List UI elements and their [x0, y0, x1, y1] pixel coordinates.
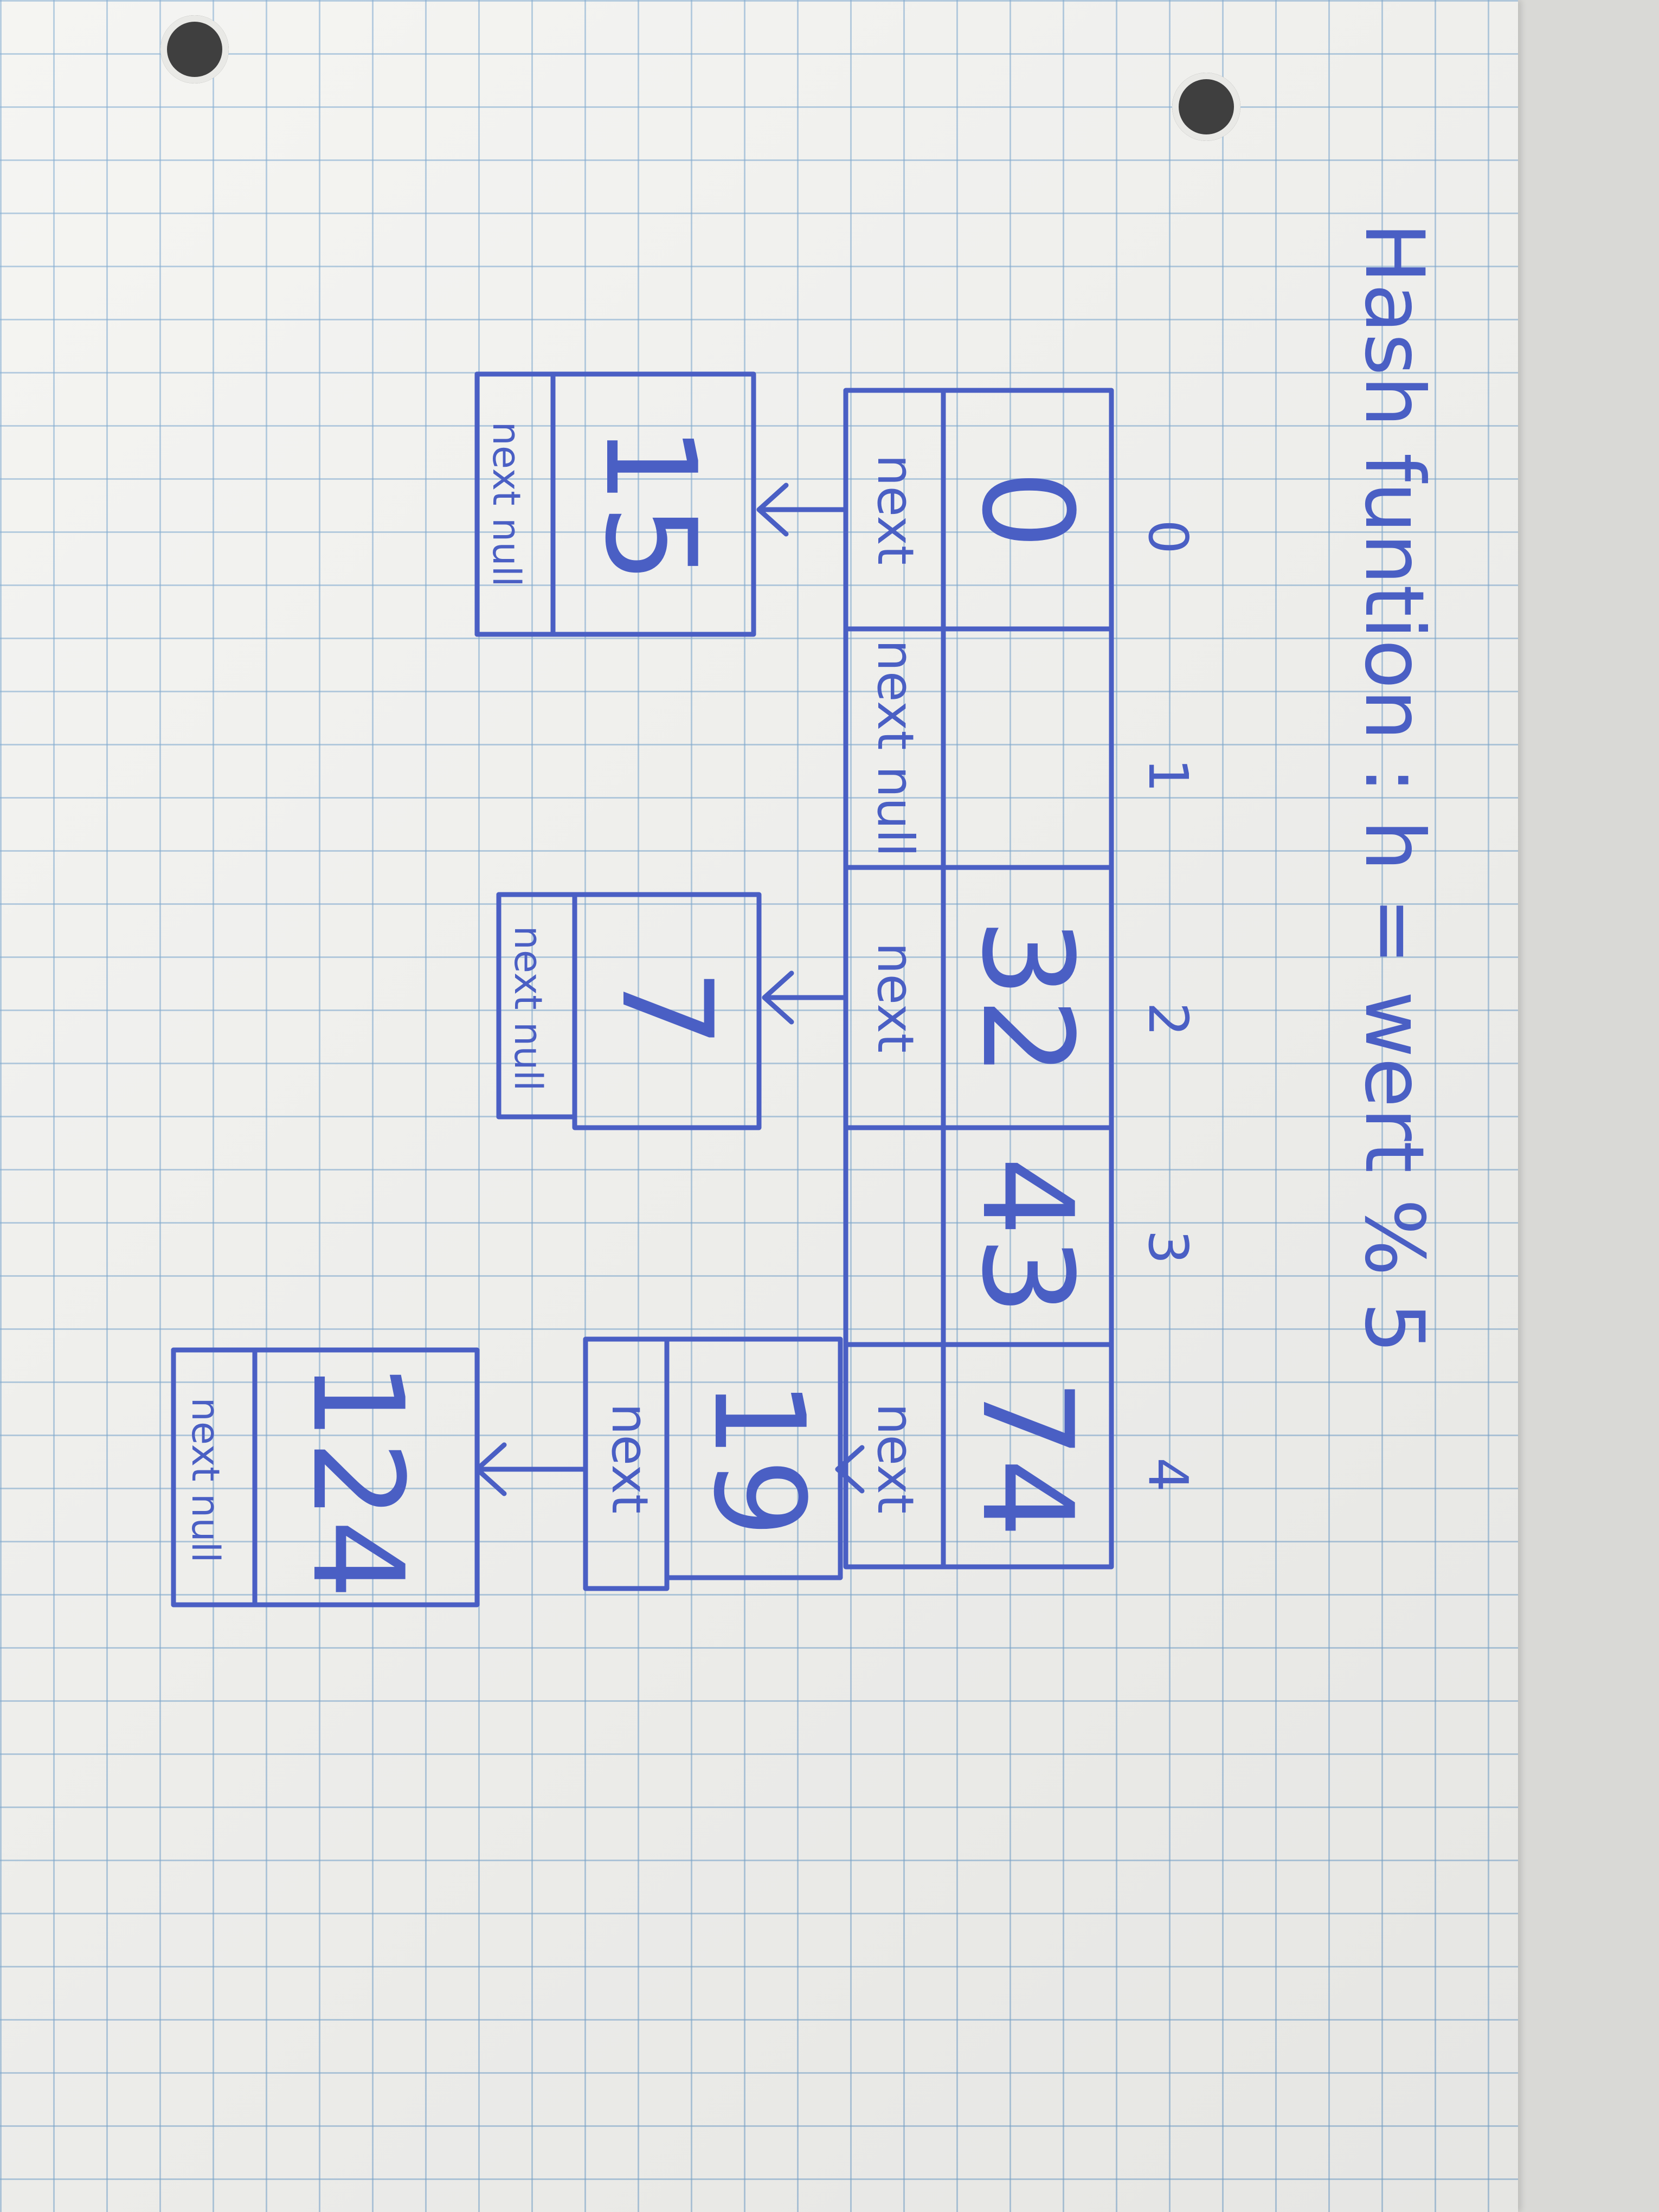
- index-label-1: 1: [1136, 758, 1200, 793]
- index-label-0: 0: [1136, 519, 1200, 554]
- node-7: [496, 892, 762, 1130]
- table-value-3: 43: [954, 1157, 1099, 1316]
- punch-hole-right: [1172, 73, 1240, 141]
- index-label-2: 2: [1136, 1002, 1200, 1037]
- node-124-value: 124: [285, 1361, 429, 1599]
- link-row: [843, 388, 946, 1570]
- table-value-2: 32: [954, 918, 1099, 1077]
- node-19-link: next: [601, 1403, 659, 1514]
- arrow-bucket0: [756, 483, 848, 537]
- table-link-1: next null: [866, 640, 924, 857]
- punch-hole-top: [160, 15, 229, 83]
- node-15-link: next null: [484, 422, 529, 587]
- table-link-0: next: [866, 454, 924, 565]
- node-7-link: next null: [506, 926, 550, 1091]
- arrow-bucket2: [762, 970, 848, 1025]
- table-value-0: 0: [954, 470, 1099, 549]
- node-19: [583, 1336, 843, 1591]
- node-7-value: 7: [594, 969, 738, 1048]
- index-label-4: 4: [1136, 1457, 1200, 1492]
- arrow-bucket4-second: [474, 1442, 588, 1496]
- table-link-2: next: [866, 942, 924, 1053]
- node-124-link: next null: [183, 1398, 228, 1563]
- title: Hash funtion : h = wert % 5: [1347, 222, 1441, 1354]
- node-15: [474, 371, 756, 637]
- table-link-4: next: [866, 1403, 924, 1514]
- node-19-value: 19: [686, 1379, 831, 1538]
- index-label-3: 3: [1136, 1230, 1200, 1264]
- node-124: [171, 1347, 480, 1607]
- node-15-value: 15: [577, 425, 722, 584]
- hash-table: [843, 388, 1114, 1570]
- table-value-4: 74: [954, 1379, 1099, 1538]
